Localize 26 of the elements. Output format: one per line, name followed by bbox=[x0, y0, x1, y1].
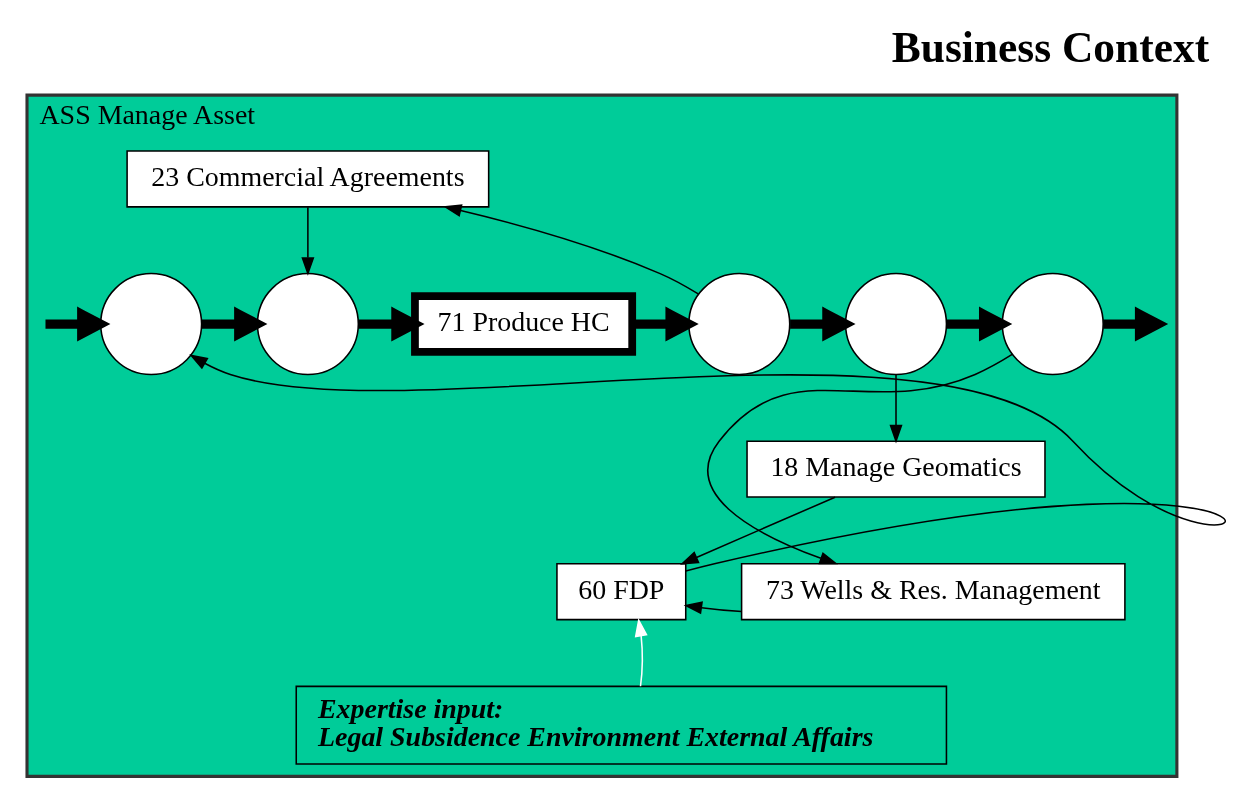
node-circle bbox=[256, 272, 360, 376]
node-box: 23 Commercial Agreements bbox=[126, 150, 490, 208]
node-circle bbox=[99, 272, 203, 376]
node-box: Expertise input: Legal Subsidence Environment External Affairs bbox=[295, 685, 948, 765]
arrow bbox=[189, 354, 1226, 572]
arrow bbox=[45, 306, 111, 342]
node-box: 18 Manage Geomatics bbox=[746, 440, 1046, 498]
arrow bbox=[889, 374, 903, 444]
arrow bbox=[358, 306, 425, 342]
arrow bbox=[634, 617, 648, 688]
node-box: 73 Wells & Res. Management bbox=[740, 563, 1126, 621]
node-circle bbox=[1001, 272, 1104, 376]
arrow bbox=[1103, 306, 1169, 342]
node-box: 71 Produce HC bbox=[411, 292, 637, 356]
node-circle bbox=[688, 272, 791, 376]
arrow bbox=[707, 353, 1013, 565]
arrow bbox=[301, 206, 315, 276]
arrow bbox=[790, 306, 856, 342]
arrow bbox=[679, 496, 836, 565]
node-circle bbox=[844, 272, 948, 376]
node-box: 60 FDP bbox=[556, 563, 687, 621]
arrow bbox=[683, 601, 743, 615]
arrow bbox=[946, 306, 1013, 342]
arrow bbox=[442, 204, 699, 295]
diagram-title: Business Context bbox=[891, 22, 1210, 71]
arrow bbox=[201, 306, 268, 342]
